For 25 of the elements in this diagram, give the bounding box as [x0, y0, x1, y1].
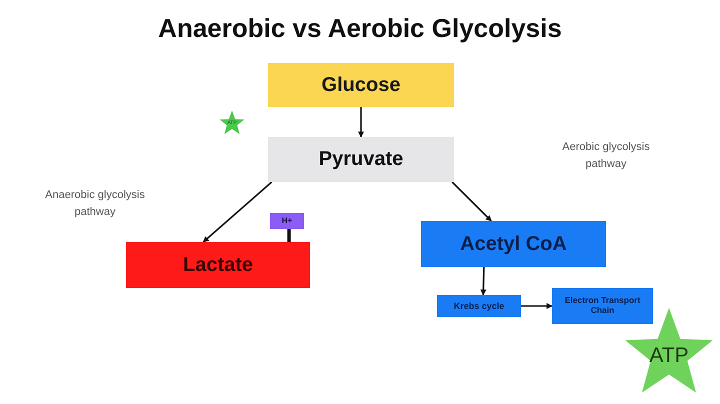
process-box	[437, 295, 521, 317]
node-label: Lactate	[182, 254, 254, 276]
node-label: Pyruvate	[318, 148, 404, 171]
node-label: Glucose	[322, 74, 400, 96]
node-label: ATP	[649, 344, 689, 368]
process-box	[270, 213, 304, 229]
process-box	[268, 63, 454, 107]
connector-line	[287, 229, 291, 242]
arrow	[480, 266, 486, 296]
pathway-label: Anaerobic glycolysis pathway	[44, 188, 146, 220]
process-box	[126, 242, 310, 288]
process-box	[421, 221, 606, 267]
arrow	[358, 107, 364, 138]
star-shape	[219, 110, 245, 135]
arrow	[521, 303, 553, 309]
process-box	[268, 137, 454, 182]
node-label: Electron Transport Chain	[564, 296, 642, 316]
arrow	[452, 181, 492, 222]
node-label: H+	[282, 216, 292, 226]
node-label: Acetyl CoA	[460, 232, 567, 256]
node-label: Krebs cycle	[454, 300, 504, 312]
arrow	[202, 181, 272, 243]
diagram-title: Anaerobic vs Aerobic Glycolysis	[157, 13, 563, 44]
process-box	[552, 288, 653, 324]
pathway-label: Aerobic glycolysis pathway	[561, 140, 651, 172]
